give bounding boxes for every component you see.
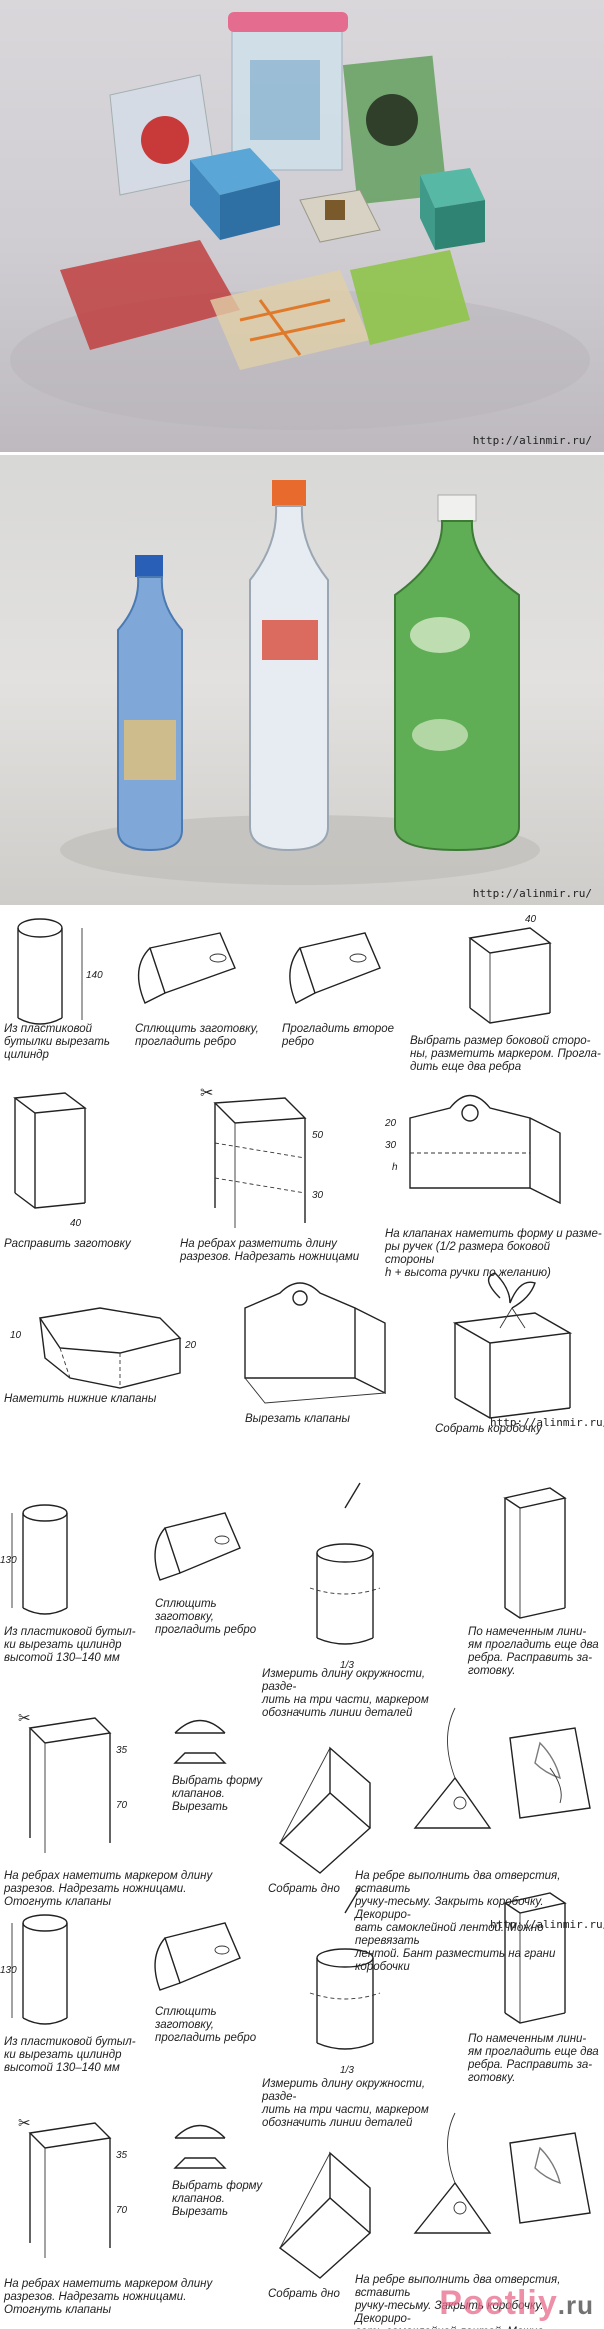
step-handle-shape: 20 30 h [384, 1094, 561, 1205]
dim-20b: 20 [184, 1340, 197, 1351]
step3-mark-cuts: ✂ 35 70 [18, 2115, 128, 2258]
step2-assemble-bottom [278, 1746, 372, 1874]
scissors-icon: ✂ [18, 1710, 31, 1727]
dim-20: 20 [384, 1118, 397, 1129]
caption: Выбрать форму клапанов. Вырезать [172, 1775, 263, 1813]
dim-30b: 30 [385, 1140, 397, 1151]
caption: Из пластиковой бутылки вырезать цилиндр [4, 1023, 110, 1061]
dim-130: 130 [0, 1555, 17, 1566]
watermark-3: http://alinmir.ru/ [490, 1416, 604, 1429]
dim-35b: 35 [116, 2150, 128, 2161]
dim-third-b: 1/3 [340, 2065, 354, 2076]
dim-30: 30 [312, 1190, 324, 1201]
photo-gift-boxes: http://alinmir.ru/ [0, 0, 604, 452]
caption: По намеченным лини- ям прогладить еще дв… [468, 1626, 599, 1677]
step2-flatten [154, 1512, 241, 1581]
dim-70b: 70 [116, 2205, 128, 2216]
caption: Расправить заготовку [4, 1238, 131, 1250]
dim-140: 140 [86, 970, 103, 981]
step2-measure: 1/3 [309, 1482, 381, 1671]
step2-flap-shapes [173, 1719, 227, 1764]
caption: Из пластиковой бутыл- ки вырезать цилинд… [4, 1626, 136, 1664]
caption: Измерить длину окружности, разде- лить н… [262, 2078, 429, 2129]
watermark-4: http://alinmir.ru/ [490, 1918, 604, 1931]
dim-130b: 130 [0, 1965, 17, 1976]
dim-50: 50 [312, 1130, 324, 1141]
caption: Собрать дно [268, 2288, 340, 2300]
dim-40: 40 [525, 914, 537, 925]
photo-bottles: http://alinmir.ru/ [0, 455, 604, 905]
caption: Из пластиковой бутыл- ки вырезать цилинд… [4, 2036, 136, 2074]
step3-flatten [154, 1922, 241, 1991]
step3-measure: 1/3 [309, 1887, 381, 2076]
step3-handle [413, 2112, 492, 2234]
caption: Измерить длину окружности, разде- лить н… [262, 1668, 429, 1719]
dim-40b: 40 [70, 1218, 82, 1229]
caption: На ребрах наметить маркером длину разрез… [4, 2278, 213, 2316]
logo-suffix: .ru [557, 2290, 594, 2320]
watermark-1: http://alinmir.ru/ [472, 434, 592, 447]
caption: Наметить нижние клапаны [4, 1393, 157, 1405]
dim-35: 35 [116, 1745, 128, 1756]
caption: Сплющить заготовку, прогладить ребро [155, 1598, 257, 1636]
caption: На ребрах наметить маркером длину разрез… [4, 1870, 213, 1908]
step2-cylinder: 130 [0, 1504, 68, 1615]
scissors-icon: ✂ [200, 1085, 213, 1102]
step2-handle [413, 1707, 492, 1829]
step-flatten [137, 932, 236, 1004]
caption: Прогладить второе ребро [282, 1023, 395, 1048]
step-unfold: 40 [13, 1092, 87, 1229]
caption: Выбрать форму клапанов. Вырезать [172, 2180, 263, 2218]
caption: На клапанах наметить форму и разме- ры р… [385, 1228, 602, 1279]
caption: На ребрах разметить длину разрезов. Надр… [180, 1238, 360, 1263]
dim-h: h [392, 1162, 398, 1173]
scissors-icon: ✂ [18, 2115, 31, 2132]
caption: На ребре выполнить два отверстия, встави… [355, 1870, 561, 1973]
step-cut-flaps [244, 1282, 386, 1404]
caption: Собрать дно [268, 1883, 340, 1895]
step3-cylinder: 130 [0, 1914, 68, 2025]
dim-10: 10 [10, 1330, 22, 1341]
step3-flap-shapes [173, 2124, 227, 2169]
step2-prism [503, 1487, 567, 1619]
instruction-sketches: 140 40 40 [0, 914, 591, 2279]
caption: Вырезать клапаны [245, 1413, 350, 1425]
step-second-edge [289, 932, 381, 1004]
bottles-illustration [60, 480, 540, 885]
site-logo: Poetliy.ru [439, 2284, 594, 2323]
step2-decorated [509, 1727, 591, 1819]
step-side-size: 40 [468, 914, 552, 1024]
step2-mark-cuts: ✂ 35 70 [18, 1710, 128, 1853]
instruction-diagram: 140 40 40 [0, 908, 604, 2329]
logo-text: Poetliy [439, 2284, 558, 2322]
caption: По намеченным лини- ям прогладить еще дв… [468, 2033, 599, 2084]
dim-70: 70 [116, 1800, 128, 1811]
caption: Выбрать размер боковой сторо- ны, размет… [410, 1035, 601, 1073]
step3-prism [503, 1892, 567, 2024]
step-assemble-box [452, 1272, 573, 1419]
step3-decorated [509, 2132, 591, 2224]
step-bottom-flaps: 10 20 [10, 1307, 197, 1389]
caption: Собрать коробочку [435, 1423, 542, 1435]
separator [0, 905, 604, 908]
step-cylinder: 140 [17, 918, 103, 1025]
caption: Сплющить заготовку, прогладить ребро [155, 2006, 257, 2044]
step-cut-edges: 50 30 ✂ [200, 1085, 324, 1228]
separator [0, 452, 604, 455]
gift-boxes-illustration [10, 12, 590, 430]
dim-third: 1/3 [340, 1660, 354, 1671]
caption: Сплющить заготовку, прогладить ребро [135, 1023, 259, 1048]
watermark-2: http://alinmir.ru/ [472, 887, 592, 900]
step3-assemble-bottom [278, 2151, 372, 2279]
caption: На ребре выполнить два отверстия, встави… [355, 2274, 561, 2329]
